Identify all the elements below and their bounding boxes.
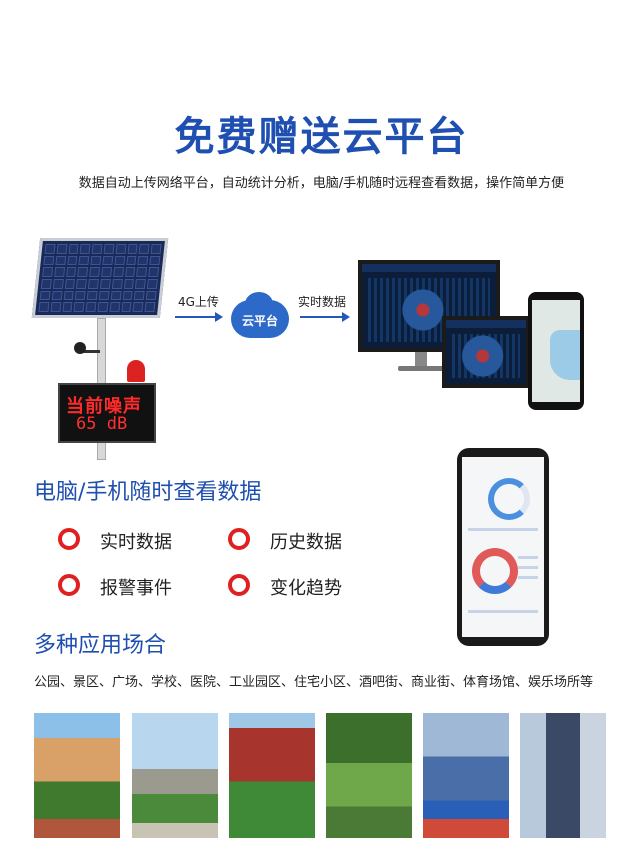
commercial-building-photo [520,713,606,838]
cloud-label: 云平台 [241,314,278,328]
alarm-light-icon [127,360,145,382]
monitor-stand [415,352,427,368]
feature-trend: 变化趋势 [270,578,342,599]
red-circle-icon [228,528,250,550]
page-subtitle: 数据自动上传网络平台，自动统计分析，电脑/手机随时远程查看数据，操作简单方便 [78,176,565,191]
arrow-right-icon [300,312,350,322]
app-divider [468,528,538,531]
legend-bar [518,566,538,569]
arrow-right-icon [175,312,223,322]
led-display [58,383,156,443]
pie-chart-icon [472,548,518,594]
solar-panel-icon [31,238,169,318]
park-garden-photo [326,713,412,838]
red-circle-icon [58,528,80,550]
mic-arm [80,350,100,353]
cloud-shape [231,300,289,338]
map-sea-area [550,330,580,380]
residential-building-photo [34,713,120,838]
scenes-list: 公园、景区、广场、学校、医院、工业园区、住宅小区、酒吧街、商业街、体育场馆、娱乐… [34,675,594,690]
section-title-scenes: 多种应用场合 [34,633,167,658]
microphone-icon [74,342,86,354]
red-circle-icon [58,574,80,596]
app-divider [468,610,538,613]
led-display-value: 65 dB [76,414,128,434]
feature-realtime: 实时数据 [100,532,172,553]
sports-stadium-photo [423,713,509,838]
feature-history: 历史数据 [270,532,342,553]
red-circle-icon [228,574,250,596]
city-square-photo [132,713,218,838]
monitor-base [398,366,444,371]
school-building-photo [229,713,315,838]
flow-label-upload: 4G上传 [178,295,219,309]
feature-alarm: 报警事件 [100,578,172,599]
section-title-view: 电脑/手机随时查看数据 [34,480,262,505]
laptop-screen-icon [442,316,530,388]
legend-bar [518,556,538,559]
legend-bar [518,576,538,579]
donut-chart-icon [488,478,530,520]
led-display-label: 当前噪声 [66,396,142,417]
page-title: 免费赠送云平台 [174,114,469,160]
flow-label-realtime: 实时数据 [298,295,347,309]
